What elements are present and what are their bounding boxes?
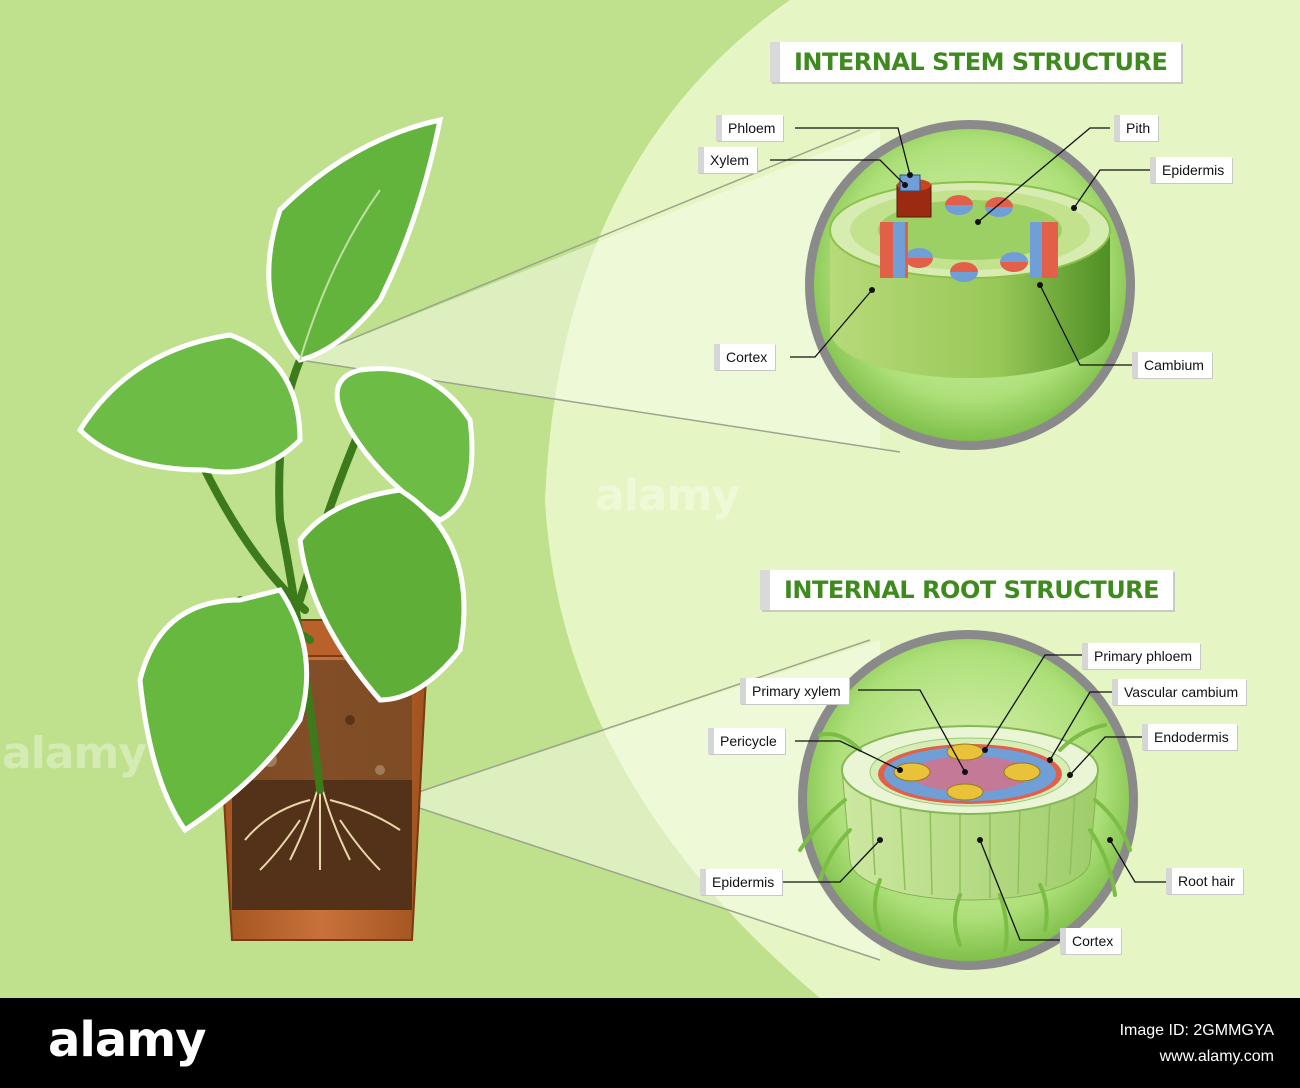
stem-section-title: INTERNAL STEM STRUCTURE xyxy=(770,42,1182,82)
root-section xyxy=(798,723,1132,952)
image-id: Image ID: 2GMMGYA xyxy=(1119,1022,1274,1039)
brand-logo: alamy xyxy=(48,1012,207,1068)
label-root-primary-xylem: Primary xylem xyxy=(740,678,849,704)
label-stem-pith: Pith xyxy=(1114,115,1159,141)
leader-lines xyxy=(770,127,1168,941)
label-root-endodermis: Endodermis xyxy=(1142,724,1237,750)
root-section-title: INTERNAL ROOT STRUCTURE xyxy=(760,570,1174,610)
stem-section xyxy=(829,174,1111,378)
label-root-pericycle: Pericycle xyxy=(708,728,785,754)
label-root-primary-phloem: Primary phloem xyxy=(1082,643,1201,669)
magnifier-lines xyxy=(299,129,901,961)
label-stem-cambium: Cambium xyxy=(1132,352,1212,378)
label-stem-xylem: Xylem xyxy=(698,147,757,173)
watermark-center: alamy xyxy=(595,470,740,521)
footer-bar xyxy=(0,998,1300,1088)
label-stem-cortex: Cortex xyxy=(714,344,776,370)
label-stem-phloem: Phloem xyxy=(716,115,784,141)
label-stem-epidermis: Epidermis xyxy=(1150,157,1233,183)
stem-vascular-bundles xyxy=(905,195,1028,282)
leader-dots xyxy=(869,172,1113,843)
diagram-artwork xyxy=(0,0,1300,998)
root-hairs xyxy=(798,723,1132,952)
watermark-left: alamy xyxy=(2,728,147,779)
site-url: www.alamy.com xyxy=(1159,1048,1274,1065)
label-root-epidermis: Epidermis xyxy=(700,869,783,895)
label-root-hair: Root hair xyxy=(1166,868,1243,894)
label-root-cortex: Cortex xyxy=(1060,928,1122,954)
label-root-vascular-cambium: Vascular cambium xyxy=(1112,679,1247,705)
plant-leaves xyxy=(76,116,475,834)
